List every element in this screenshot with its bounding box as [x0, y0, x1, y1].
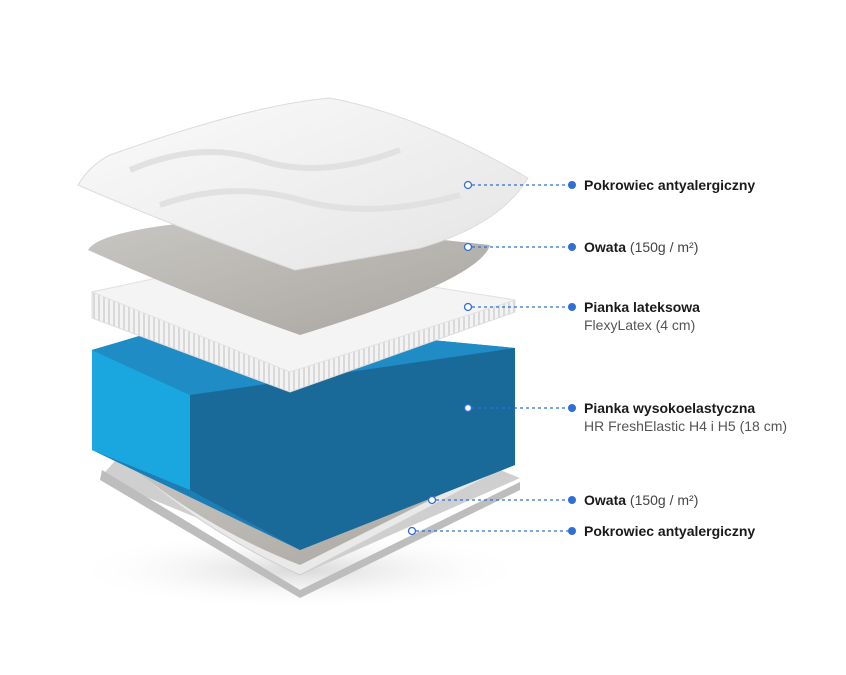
top-cover-layer [77, 97, 529, 271]
layer-detail: (150g / m²) [626, 492, 699, 508]
layer-title: Pianka lateksowa [584, 299, 700, 315]
layer-marker [463, 180, 473, 190]
label-dot [568, 181, 576, 189]
layer-marker [427, 495, 437, 505]
layer-label: Owata (150g / m²) [584, 491, 698, 509]
label-dot [568, 243, 576, 251]
layer-label: Pokrowiec antyalergiczny [584, 176, 755, 194]
layer-subtitle: HR FreshElastic H4 i H5 (18 cm) [584, 418, 788, 434]
layer-title: Pokrowiec antyalergiczny [584, 523, 756, 539]
layer-marker [463, 403, 473, 413]
label-dot [568, 527, 576, 535]
layer-title: Owata [584, 239, 627, 255]
layer-title: Pianka wysokoelastyczna [584, 400, 756, 416]
label-dot [568, 496, 576, 504]
layer-subtitle: FlexyLatex (4 cm) [584, 317, 696, 333]
label-dot [568, 404, 576, 412]
layer-marker [407, 526, 417, 536]
layer-label: Owata (150g / m²) [584, 238, 698, 256]
layer-label: Pokrowiec antyalergiczny [584, 522, 755, 540]
layer-label: Pianka wysokoelastyczna HR FreshElastic H… [584, 399, 787, 435]
layer-marker [463, 242, 473, 252]
layer-detail: (150g / m²) [626, 239, 699, 255]
layer-title: Owata [584, 492, 627, 508]
layer-title: Pokrowiec antyalergiczny [584, 177, 756, 193]
label-dot [568, 303, 576, 311]
layer-marker [463, 302, 473, 312]
